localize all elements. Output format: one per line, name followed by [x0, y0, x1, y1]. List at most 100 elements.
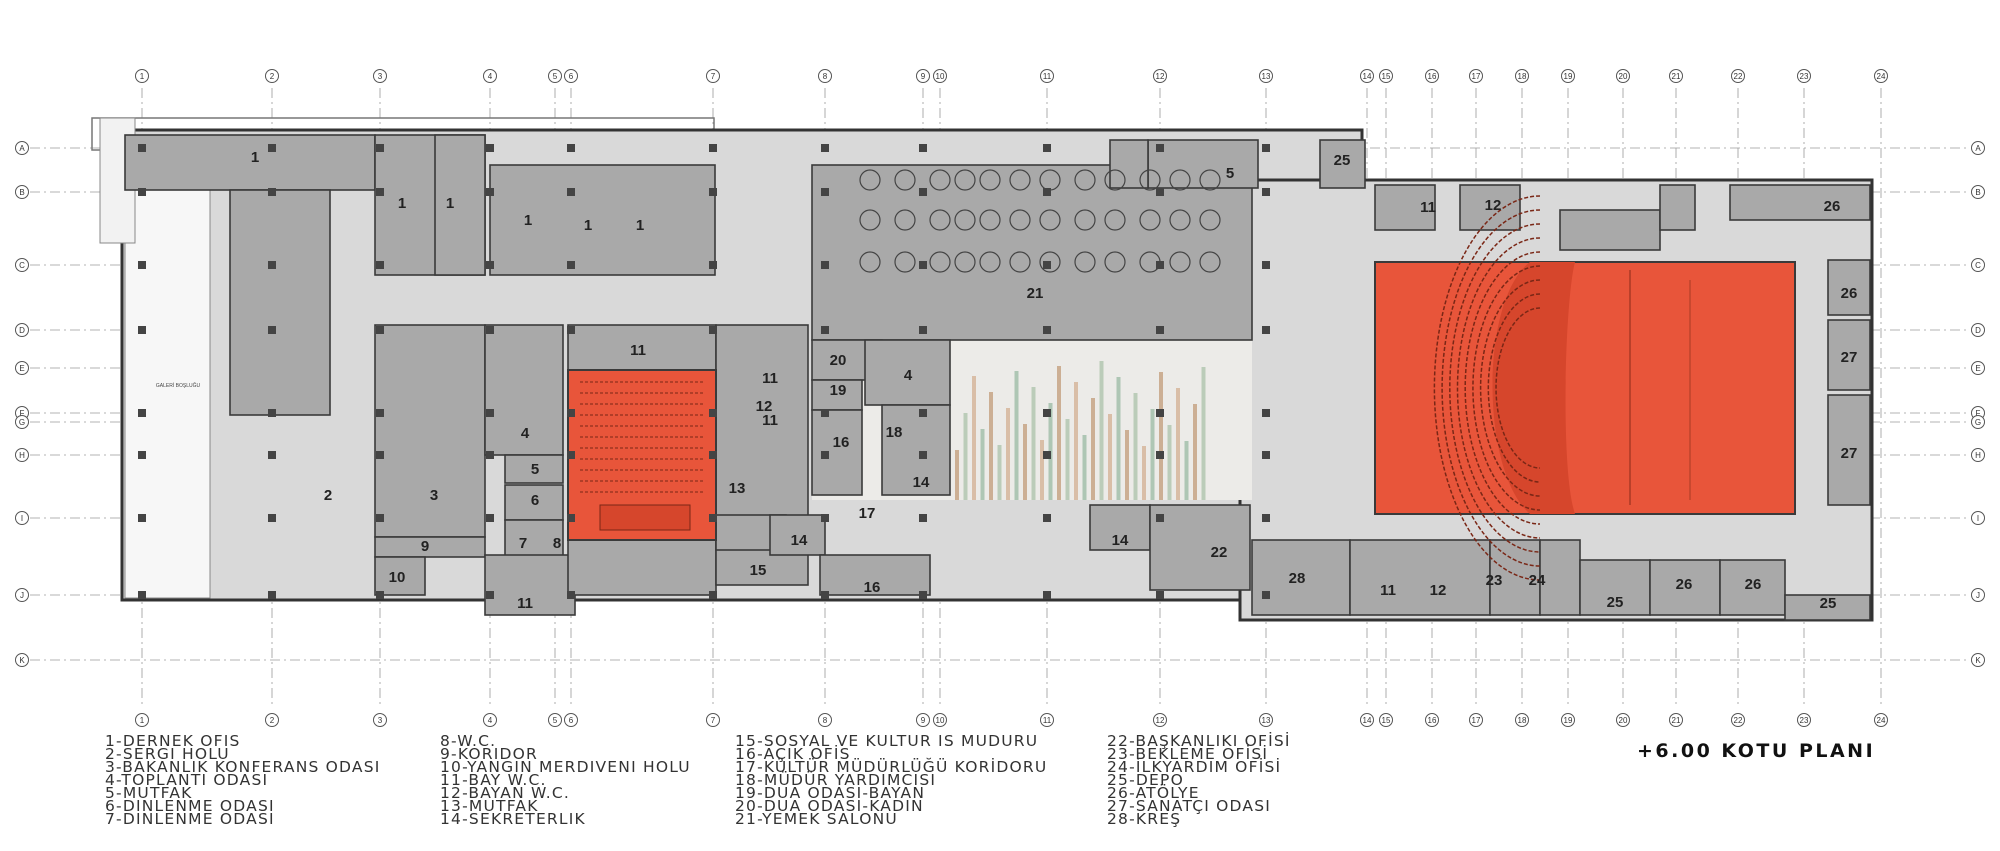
grid-bubble: [1874, 713, 1888, 727]
column: [138, 409, 146, 417]
column: [709, 188, 717, 196]
room-label: 14: [1112, 532, 1129, 549]
dining-table: [1039, 251, 1061, 273]
legend-item: 9-KORIDOR: [440, 745, 539, 763]
grid-label-row: H: [19, 451, 25, 460]
column: [919, 261, 927, 269]
grid-label-column: 6: [569, 72, 574, 81]
room-label: 18: [886, 424, 903, 441]
seat-arc: [1433, 195, 1541, 581]
seat-arc: [1456, 237, 1541, 539]
room-label: 5: [531, 461, 539, 478]
grid-label-column: 24: [1877, 72, 1886, 81]
column: [138, 188, 146, 196]
column: [1043, 326, 1051, 334]
grid-bubble: [1425, 69, 1439, 83]
legend-item: 12-BAYAN W.C.: [440, 784, 571, 802]
column: [919, 514, 927, 522]
column: [486, 188, 494, 196]
room-label: 26: [1676, 576, 1693, 593]
legend-item: 28-KREŞ: [1107, 810, 1182, 828]
column: [486, 591, 494, 599]
grid-bubble: [1040, 713, 1054, 727]
grid-bubble: [1616, 713, 1630, 727]
legend-item: 24-İLKYARDIM OFİSİ: [1107, 758, 1282, 776]
legend-item: 5-MUTFAK: [105, 784, 193, 802]
exhibit-panel: [980, 429, 985, 500]
column: [1156, 261, 1164, 269]
dining-table: [1039, 209, 1061, 231]
legend-item: 19-DUA ODASI-BAYAN: [735, 784, 926, 802]
column: [1156, 514, 1164, 522]
column: [709, 261, 717, 269]
grid-bubble: [706, 713, 720, 727]
column: [376, 514, 384, 522]
column: [1156, 144, 1164, 152]
grid-bubble: [135, 713, 149, 727]
column: [1156, 409, 1164, 417]
dining-table: [1009, 169, 1031, 191]
room-label: 20: [830, 352, 847, 369]
legend-column-3: 15-SOSYAL VE KULTUR IS MUDURU 16-AÇIK OF…: [735, 733, 1047, 827]
seat-arc: [1449, 223, 1541, 553]
legend-item: 6-DINLENME ODASI: [105, 797, 275, 815]
column: [1043, 144, 1051, 152]
grid-label-column: 4: [488, 72, 493, 81]
column: [1156, 326, 1164, 334]
exhibit-panel: [1091, 398, 1095, 500]
grid-label-column: 1: [140, 716, 145, 725]
room-label: 25: [1607, 594, 1624, 611]
stage: [599, 504, 691, 531]
room-label: 1: [636, 217, 644, 234]
room-label: 26: [1824, 198, 1841, 215]
grid-label-column: 22: [1734, 72, 1743, 81]
column: [486, 514, 494, 522]
legend-item: 22-BAŞKANLIKI OFİSİ: [1107, 732, 1291, 750]
dining-table: [1074, 209, 1096, 231]
room-label: 12: [1430, 582, 1447, 599]
exhibit-panel: [1193, 404, 1197, 500]
column: [268, 144, 276, 152]
grid-bubble: [1561, 713, 1575, 727]
grid-label-row: C: [19, 261, 25, 270]
grid-bubble: [1153, 69, 1167, 83]
column: [268, 514, 276, 522]
grid-bubble: [933, 713, 947, 727]
column: [919, 144, 927, 152]
grid-label-column: 20: [1619, 716, 1628, 725]
grid-bubble: [818, 69, 832, 83]
exhibit-panel: [1108, 414, 1112, 500]
dining-table: [859, 169, 881, 191]
dining-table: [929, 209, 951, 231]
grid-label-column: 5: [553, 716, 558, 725]
grid-bubble: [265, 713, 279, 727]
room-label: 1: [398, 195, 406, 212]
grid-label-column: 9: [921, 716, 926, 725]
grid-bubble: [1971, 448, 1985, 462]
column: [1043, 591, 1051, 599]
grid-label-column: 15: [1382, 716, 1391, 725]
grid-bubble: [1469, 69, 1483, 83]
column: [567, 326, 575, 334]
column: [1156, 188, 1164, 196]
dining-table: [954, 169, 976, 191]
dining-table: [1199, 169, 1221, 191]
column: [1043, 409, 1051, 417]
column: [821, 326, 829, 334]
legend-column-4: 22-BAŞKANLIKI OFİSİ 23-BEKLEME OFİSİ 24-…: [1107, 732, 1291, 828]
legend-item: 13-MUTFAK: [440, 797, 539, 815]
legend-item: 14-SEKRETERLIK: [440, 810, 586, 828]
column: [1262, 409, 1270, 417]
grid-label-row: D: [19, 326, 25, 335]
exhibit-panel: [1159, 372, 1163, 500]
room-label: 16: [833, 434, 850, 451]
grid-bubble: [15, 653, 29, 667]
grid-label-column: 20: [1619, 72, 1628, 81]
grid-label-column: 3: [378, 72, 383, 81]
legend-item: 2-SERGI HOLU: [105, 745, 230, 763]
grid-label-column: 22: [1734, 716, 1743, 725]
seat-arc: [1441, 209, 1541, 567]
grid-label-row: J: [20, 591, 24, 600]
grid-bubble: [15, 323, 29, 337]
legend-item: 11-BAY W.C.: [440, 771, 547, 789]
